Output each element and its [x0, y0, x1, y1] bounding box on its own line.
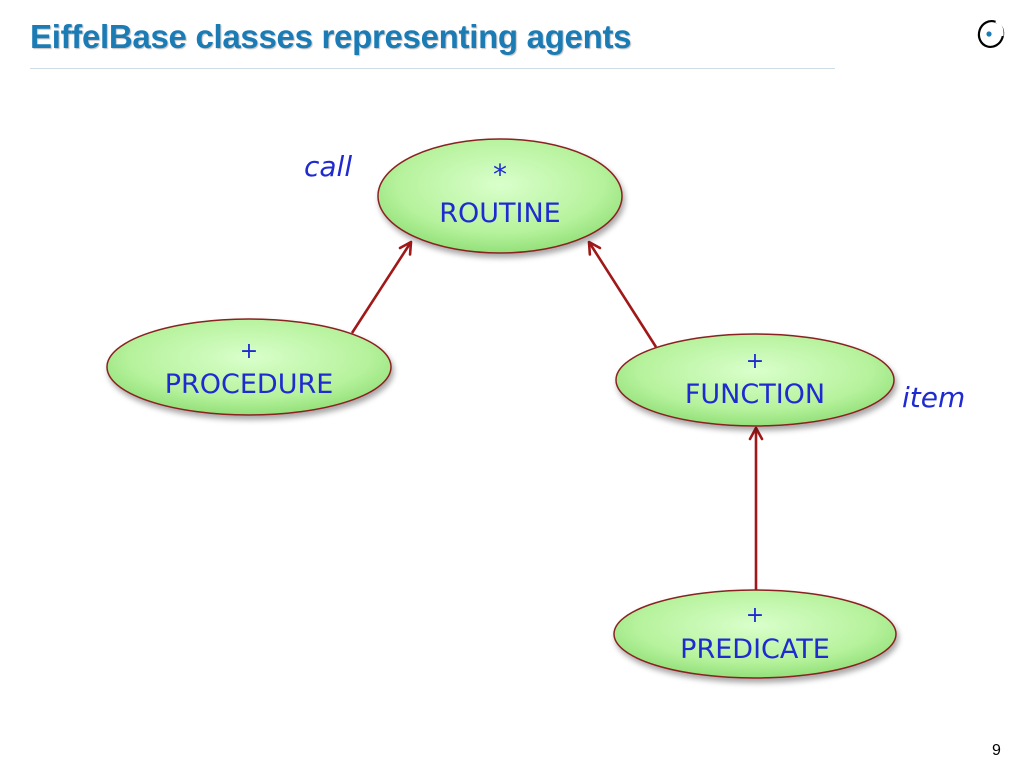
edge-function-to-routine — [587, 240, 658, 348]
node-predicate-shape — [613, 589, 897, 679]
node-predicate-marker: + — [746, 603, 764, 628]
node-function-marker: + — [746, 349, 764, 374]
node-procedure-shape — [106, 318, 392, 416]
edge-procedure-to-routine — [350, 240, 413, 334]
node-routine-shape — [377, 138, 623, 254]
node-routine: * ROUTINE — [377, 138, 623, 254]
node-routine-name: ROUTINE — [439, 198, 561, 229]
node-function-shape — [615, 333, 895, 427]
node-function: + FUNCTION — [615, 333, 895, 427]
node-function-name: FUNCTION — [685, 379, 825, 410]
node-predicate: + PREDICATE — [613, 589, 897, 679]
eth-logo-icon — [977, 19, 1005, 49]
slide-title: EiffelBase classes representing agents — [30, 18, 632, 55]
node-predicate-name: PREDICATE — [680, 634, 830, 665]
node-procedure-name: PROCEDURE — [165, 369, 334, 400]
feature-label-call: call — [304, 150, 353, 183]
node-routine-marker: * — [493, 158, 507, 191]
title-divider — [30, 68, 835, 69]
page-number: 9 — [992, 742, 1001, 759]
node-procedure: + PROCEDURE — [106, 318, 392, 416]
feature-label-item: item — [902, 381, 966, 414]
node-procedure-marker: + — [240, 339, 258, 364]
